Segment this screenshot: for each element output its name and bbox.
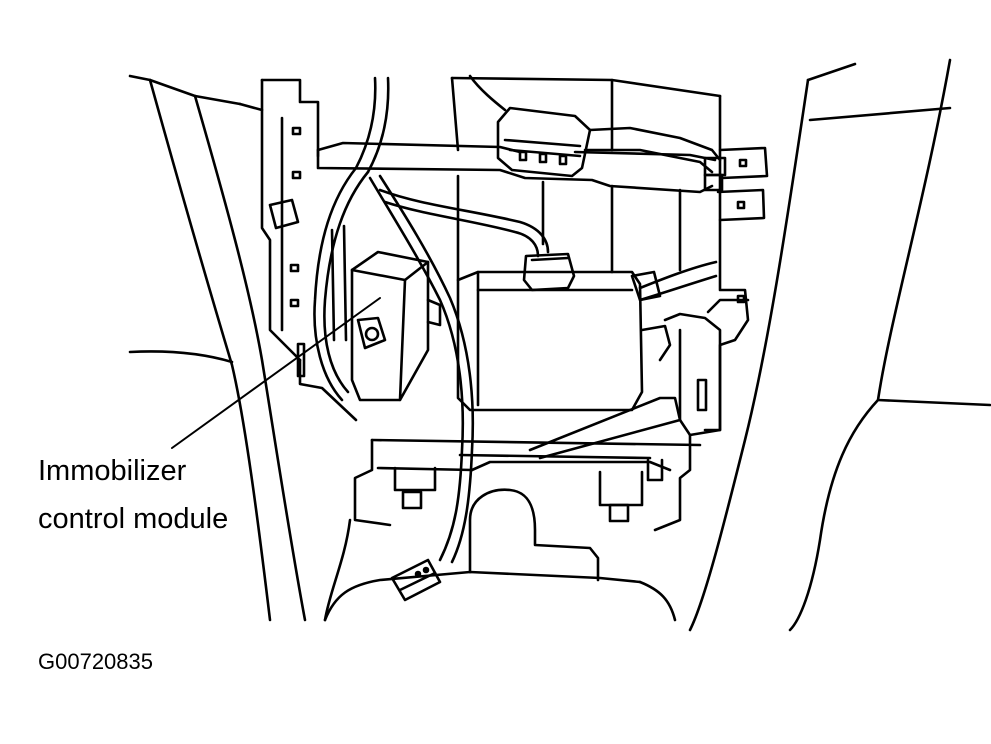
- immobilizer-control-module: [350, 250, 442, 402]
- central-module: [456, 270, 682, 460]
- callout-label-line-1: Immobilizer: [38, 455, 187, 487]
- wiring-harness: [313, 76, 718, 564]
- right-side-panel: [688, 58, 991, 632]
- cavity-back-panel: [450, 76, 722, 282]
- left-dash-panel: [128, 74, 307, 622]
- left-mounting-bracket: [260, 78, 358, 422]
- figure-id: G00720835: [38, 649, 153, 674]
- callout-leader-line: [171, 297, 381, 449]
- top-connector: [468, 74, 727, 192]
- dangling-connector: [390, 558, 442, 602]
- harness-connectors: [522, 252, 662, 302]
- callout-label-line-2: control module: [38, 503, 229, 535]
- right-lower-bracket: [663, 298, 750, 437]
- console-floor: [323, 488, 677, 622]
- lower-console-shelf: [353, 433, 702, 532]
